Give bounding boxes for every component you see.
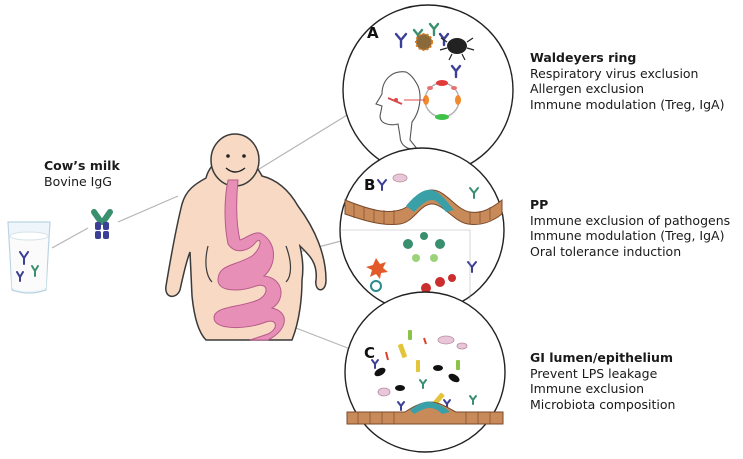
- virus-icon: [415, 33, 433, 51]
- milk-glass-icon: [7, 221, 51, 294]
- panel-a-line-3: Immune modulation (Treg, IgA): [530, 96, 725, 112]
- panel-a-letter: A: [367, 24, 379, 42]
- panel-b-line-3: Oral tolerance induction: [530, 243, 682, 259]
- milk-subtitle: Bovine IgG: [44, 173, 112, 189]
- panel-c-line-1: Prevent LPS leakage: [530, 365, 658, 381]
- waldeyer-ring-icon: [404, 80, 461, 120]
- panel-b-line-2: Immune modulation (Treg, IgA): [530, 228, 725, 243]
- panel-b-description: PP Immune exclusion of pathogens Immune …: [530, 197, 730, 259]
- panel-b-letter: B: [364, 176, 375, 194]
- epithelium-layer: [344, 189, 503, 225]
- gut-shape: [213, 179, 285, 341]
- panel-c-line-2: Immune exclusion: [530, 381, 645, 396]
- panel-c-circle: C: [344, 291, 506, 453]
- human-figure: [165, 133, 327, 341]
- connector-antibody-body: [117, 195, 179, 223]
- panel-a-description: Waldeyers ring Respiratory virus exclusi…: [530, 50, 724, 112]
- panel-c-description: GI lumen/epithelium Prevent LPS leakage …: [530, 350, 675, 412]
- panel-a-title: Waldeyers ring: [530, 50, 637, 65]
- panel-a-line-1: Respiratory virus exclusion: [530, 65, 699, 81]
- panel-b-title: PP: [530, 197, 549, 212]
- connector-milk-antibody: [51, 227, 89, 249]
- panel-c-letter: C: [364, 344, 375, 362]
- panel-b-circle: B: [339, 147, 505, 313]
- milk-label: Cow’s milk Bovine IgG: [44, 158, 120, 189]
- epithelium-layer-c: [346, 401, 504, 425]
- lymphoid-cells: [366, 232, 456, 300]
- panel-a-line-2: Allergen exclusion: [530, 81, 645, 96]
- panel-b-line-1: Immune exclusion of pathogens: [530, 212, 731, 228]
- milk-title: Cow’s milk: [44, 158, 120, 173]
- microbiota: [374, 330, 468, 406]
- head-profile-icon: [375, 71, 421, 151]
- panel-c-line-3: Microbiota composition: [530, 396, 676, 412]
- bovine-igg-antibody-icon: [91, 209, 113, 239]
- panel-c-title: GI lumen/epithelium: [530, 350, 673, 365]
- dust-mite-icon: [439, 37, 475, 61]
- panel-a-circle: A: [342, 4, 514, 176]
